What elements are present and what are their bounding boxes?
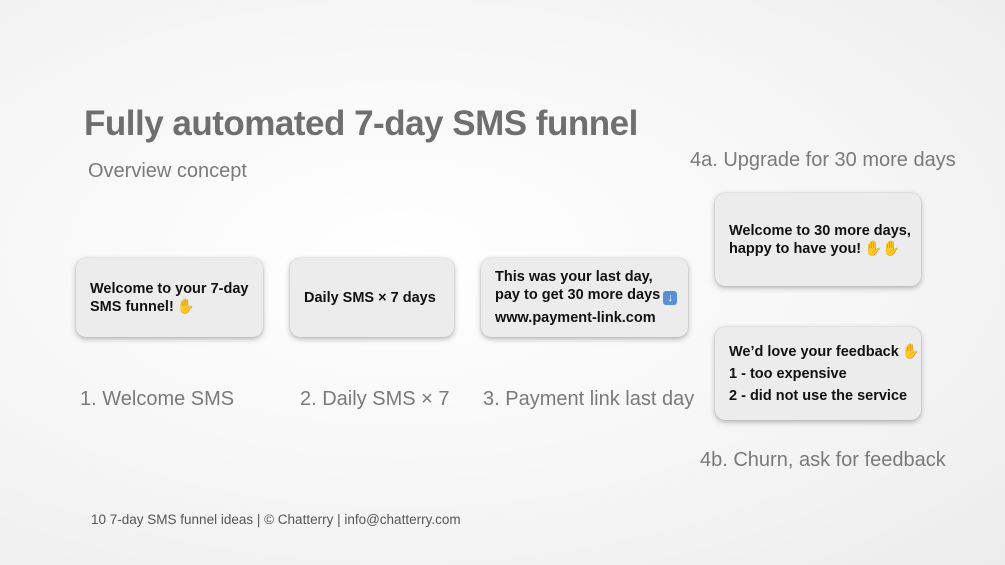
- raising-hands-icon: ✋✋: [864, 240, 901, 257]
- message-line: happy to have you!: [729, 240, 862, 257]
- sms-card-payment: This was your last day, pay to get 30 mo…: [481, 258, 688, 337]
- sms-card-welcome: Welcome to your 7-day SMS funnel!✋: [76, 258, 263, 337]
- sms-card-upgrade: Welcome to 30 more days, happy to have y…: [715, 193, 921, 286]
- step-label-welcome: 1. Welcome SMS: [80, 388, 235, 410]
- step-label-churn: 4b. Churn, ask for feedback: [700, 449, 946, 471]
- sms-card-daily: Daily SMS × 7 days: [290, 258, 454, 337]
- feedback-option: 1 - too expensive: [729, 365, 847, 382]
- message-line: SMS funnel!: [90, 298, 174, 315]
- down-arrow-icon: ↓: [663, 291, 678, 305]
- step-label-payment: 3. Payment link last day: [483, 388, 695, 410]
- message-line: Welcome to your 7-day: [90, 280, 249, 297]
- feedback-option: 2 - did not use the service: [729, 387, 908, 404]
- page-subtitle: Overview concept: [88, 160, 247, 182]
- message-line: This was your last day,: [495, 269, 653, 285]
- payment-link: www.payment-link.com: [495, 310, 656, 326]
- message-line: Welcome to 30 more days,: [729, 222, 911, 239]
- sms-card-feedback: We’d love your feedback✋ 1 - too expensi…: [715, 327, 921, 420]
- page-title: Fully automated 7-day SMS funnel: [84, 104, 638, 143]
- footer-text: 10 7-day SMS funnel ideas | © Chatterry …: [91, 512, 461, 527]
- message-line: pay to get 30 more days: [495, 287, 661, 303]
- waving-hand-icon: ✋: [901, 343, 920, 360]
- message-line: We’d love your feedback: [729, 343, 899, 360]
- message-line: Daily SMS × 7 days: [304, 289, 436, 306]
- waving-hand-icon: ✋: [176, 298, 195, 315]
- step-label-daily: 2. Daily SMS × 7: [300, 388, 450, 410]
- step-label-upgrade: 4a. Upgrade for 30 more days: [690, 149, 956, 171]
